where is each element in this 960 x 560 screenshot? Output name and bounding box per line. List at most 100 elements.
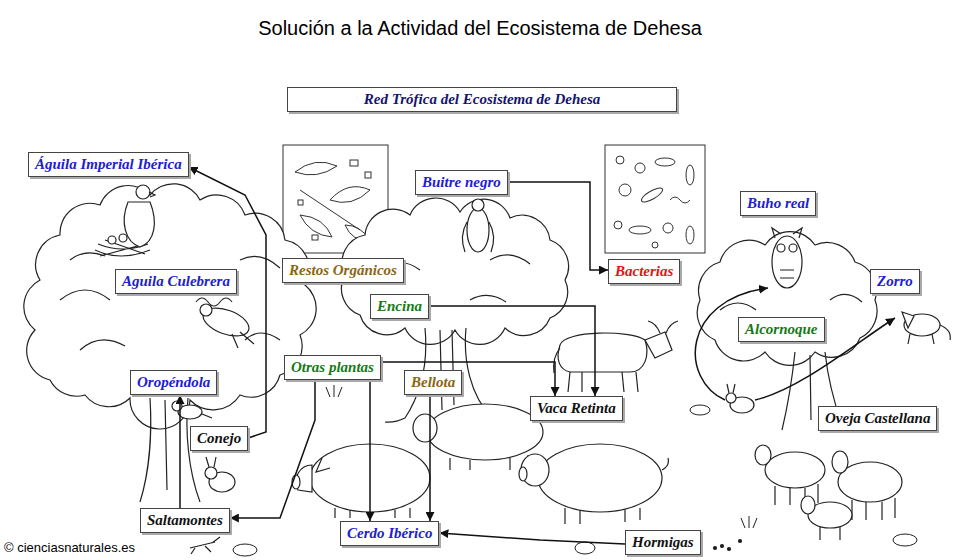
- owl-figure-part: [789, 244, 797, 252]
- cow-figure-part: [558, 333, 647, 372]
- node-label: Restos Orgánicos: [289, 261, 397, 280]
- alcornoque-tree-part: [720, 294, 862, 310]
- restos-picture-part: [312, 235, 318, 240]
- label-box: Bellota: [404, 370, 462, 395]
- label-box: Águila Imperial Ibérica: [28, 152, 189, 177]
- bacteria-picture-part: [635, 163, 645, 173]
- bacteria-picture-part: [652, 242, 658, 248]
- bacteria-picture-part: [655, 158, 675, 166]
- sheep-figures-part: [852, 498, 895, 520]
- owl-figure-part: [772, 228, 802, 278]
- restos-picture-part: [295, 162, 337, 175]
- encina-left-tree-part: [24, 184, 316, 429]
- node-label: Alcornoque: [745, 320, 818, 339]
- label-box: Cerdo Ibérico: [340, 521, 439, 546]
- culebrera-bird-part: [200, 304, 212, 316]
- pig-figures-part: [450, 455, 528, 470]
- label-box: Oropéndola: [130, 370, 217, 395]
- encina-left-tree-part: [108, 236, 116, 244]
- oropendola-bird: [172, 401, 212, 419]
- rabbit-figures-part: [205, 467, 217, 479]
- label-box: Aguila Culebrera: [115, 269, 237, 294]
- node-label: Conejo: [197, 429, 241, 448]
- encina-left-tree-part: [60, 253, 280, 350]
- vulture-figure-part: [472, 199, 484, 211]
- label-box: Bacterias: [608, 259, 680, 284]
- small-creatures-part: [190, 537, 220, 554]
- restos-picture-part: [300, 190, 360, 230]
- rabbit-figures: [205, 384, 754, 492]
- bacteria-picture-part: [619, 184, 631, 196]
- food-arrow: [508, 182, 608, 270]
- sheep-figures-part: [838, 462, 902, 502]
- sheep-figures-part: [755, 445, 771, 465]
- culebrera-bird-part: [196, 298, 232, 306]
- node-label: Bacterias: [615, 262, 673, 281]
- bacteria-picture-part: [663, 223, 673, 233]
- node-label: Zorro: [877, 272, 913, 291]
- picture-arrows-part: [695, 288, 768, 400]
- pig-figures-part: [519, 467, 527, 481]
- node-label: Buho real: [747, 194, 809, 213]
- label-box: Encina: [370, 294, 429, 319]
- pig-figures-part: [316, 458, 410, 518]
- sheep-figures-part: [765, 452, 825, 488]
- restos-picture-part: [365, 172, 371, 178]
- owl-figure-part: [772, 236, 802, 288]
- node-label: Red Trófica del Ecosistema de Dehesa: [294, 90, 670, 109]
- label-box: Saltamontes: [140, 508, 230, 533]
- bacteria-picture-part: [629, 226, 651, 234]
- fox-figure-part: [902, 312, 914, 328]
- food-arrow: [179, 395, 181, 508]
- food-arrow: [439, 533, 625, 544]
- fox-figure: [902, 312, 950, 344]
- page-title: Solución a la Actividad del Ecosistema d…: [0, 16, 960, 40]
- ground-details-part: [893, 534, 917, 546]
- food-arrow: [381, 362, 555, 396]
- label-box: Otras plantas: [284, 355, 381, 380]
- restos-picture-part: [330, 187, 370, 203]
- ground-details: [233, 385, 917, 556]
- bacteria-picture: [605, 145, 705, 253]
- label-box: Red Trófica del Ecosistema de Dehesa: [287, 87, 677, 112]
- pig-figures-part: [413, 414, 437, 442]
- owl-figure-part: [777, 244, 785, 252]
- picture-arrows: [695, 288, 895, 400]
- small-creatures-part: [739, 540, 742, 543]
- node-label: Vaca Retinta: [537, 399, 616, 418]
- label-box: Zorro: [870, 269, 920, 294]
- food-arrow: [429, 395, 431, 521]
- small-creatures-part: [728, 548, 731, 551]
- label-box: Vaca Retinta: [530, 396, 623, 421]
- bacteria-picture-part: [614, 221, 622, 229]
- pig-figures-part: [565, 458, 668, 524]
- pig-figures-part: [427, 404, 543, 460]
- node-label: Oropéndola: [137, 373, 210, 392]
- label-box: Oveja Castellana: [818, 406, 937, 431]
- ground-details-part: [690, 405, 710, 415]
- cow-figure-part: [554, 321, 678, 392]
- pig-figures-part: [538, 444, 662, 512]
- node-label: Encina: [377, 297, 422, 316]
- restos-picture-part: [300, 215, 332, 237]
- label-box: Buitre negro: [415, 170, 508, 195]
- encina-left-tree-part: [119, 234, 127, 242]
- alcornoque-tree-part: [697, 232, 877, 366]
- small-creatures-part: [721, 545, 724, 548]
- bacteria-picture-part: [640, 186, 665, 205]
- culebrera-bird: [196, 298, 254, 348]
- bacteria-picture-part: [686, 226, 694, 244]
- rabbit-figures-part: [206, 457, 216, 467]
- restos-picture-part: [350, 160, 358, 166]
- sheep-figures: [755, 445, 902, 540]
- ground-details-part: [326, 385, 757, 528]
- bacteria-picture-part: [670, 197, 690, 203]
- label-box: Buho real: [740, 191, 816, 216]
- encina-left-tree-part: [124, 202, 154, 247]
- node-label: Águila Imperial Ibérica: [35, 155, 182, 174]
- encina-left-tree-part: [136, 185, 150, 199]
- oropendola-bird-part: [202, 414, 212, 418]
- rabbit-figures-part: [727, 384, 735, 393]
- sheep-figures-part: [801, 496, 815, 514]
- vulture-figure-part: [462, 222, 493, 252]
